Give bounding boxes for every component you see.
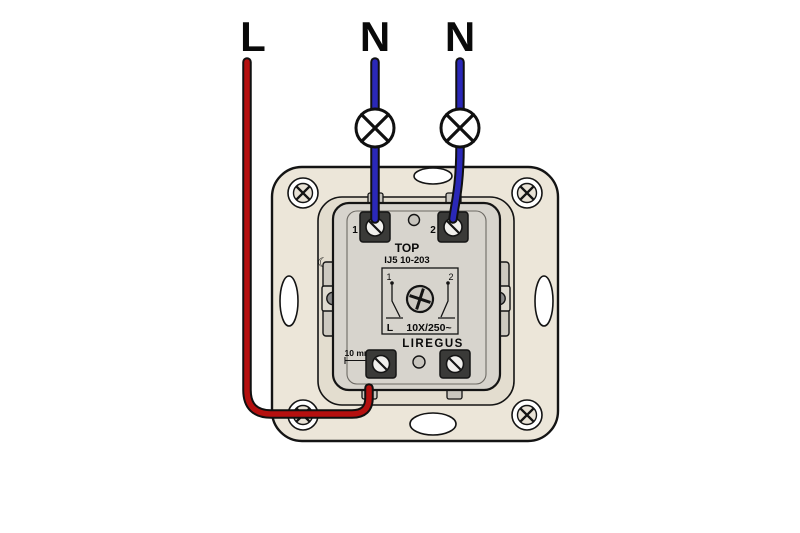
- schematic-box: [381, 267, 459, 335]
- mechanism-face: [346, 210, 487, 385]
- schematic-node-2: [446, 281, 450, 285]
- side-slot-left: [279, 275, 299, 327]
- center-screw-cross-icon: [409, 288, 431, 310]
- top-slot: [413, 167, 453, 185]
- top-rivet: [407, 213, 421, 227]
- switch-mechanism: 1 2 TOP IJ5 10-203 1 2 L 10X/250~: [331, 192, 502, 400]
- bottom-rivet: [412, 355, 426, 369]
- circuit-schematic: 1 2 L 10X/250~: [381, 267, 459, 335]
- terminal-screw-slot: [448, 357, 462, 371]
- brand-label: LIREGUS: [402, 338, 464, 350]
- lamp-icon-2: [439, 107, 481, 149]
- lamp-cross: [445, 113, 475, 143]
- center-screw: [405, 284, 435, 314]
- wire-live-core: [244, 59, 372, 417]
- bottom-slot: [409, 412, 457, 436]
- wire-live: [242, 57, 374, 419]
- terminal-screw-slot: [446, 220, 460, 234]
- rating-label: 10X/250~: [406, 322, 451, 334]
- corner-screw-top-right: [511, 177, 543, 209]
- strip-length-label: 10 mm: [345, 348, 372, 358]
- screw-cross-icon: [295, 185, 311, 201]
- label-neutral-1: N: [360, 13, 390, 60]
- schematic-contact-1-line: [391, 284, 401, 318]
- lamp-icon-1: [354, 107, 396, 149]
- schematic-contact-1-label: 1: [386, 272, 391, 282]
- terminal-aux: [439, 349, 471, 379]
- top-orientation-label: TOP: [395, 241, 419, 255]
- terminal-1: [359, 211, 391, 243]
- corner-screw-bottom-right: [511, 399, 543, 431]
- schematic-live-label: L: [387, 322, 394, 334]
- terminal-screw-slot: [368, 220, 382, 234]
- lamp-cross: [360, 113, 390, 143]
- screw-cross-icon: [519, 407, 535, 423]
- schematic-contact-2-line: [440, 284, 449, 318]
- model-number: IJ5 10-203: [384, 255, 429, 266]
- terminal-2-label: 2: [430, 225, 436, 236]
- terminal-1-label: 1: [352, 225, 358, 236]
- corner-screw-top-left: [287, 177, 319, 209]
- side-slot-right: [534, 275, 554, 327]
- schematic-contact-2-label: 2: [448, 272, 453, 282]
- screw-cross-icon: [519, 185, 535, 201]
- wire-neutral-2-lower-core: [450, 145, 463, 222]
- wire-neutral-2: [448, 57, 465, 224]
- schematic-node-1: [390, 281, 394, 285]
- terminal-live: [365, 349, 397, 379]
- label-neutral-2: N: [445, 13, 475, 60]
- label-live: L: [240, 13, 266, 60]
- terminal-screw-slot: [374, 357, 388, 371]
- terminal-2: [437, 211, 469, 243]
